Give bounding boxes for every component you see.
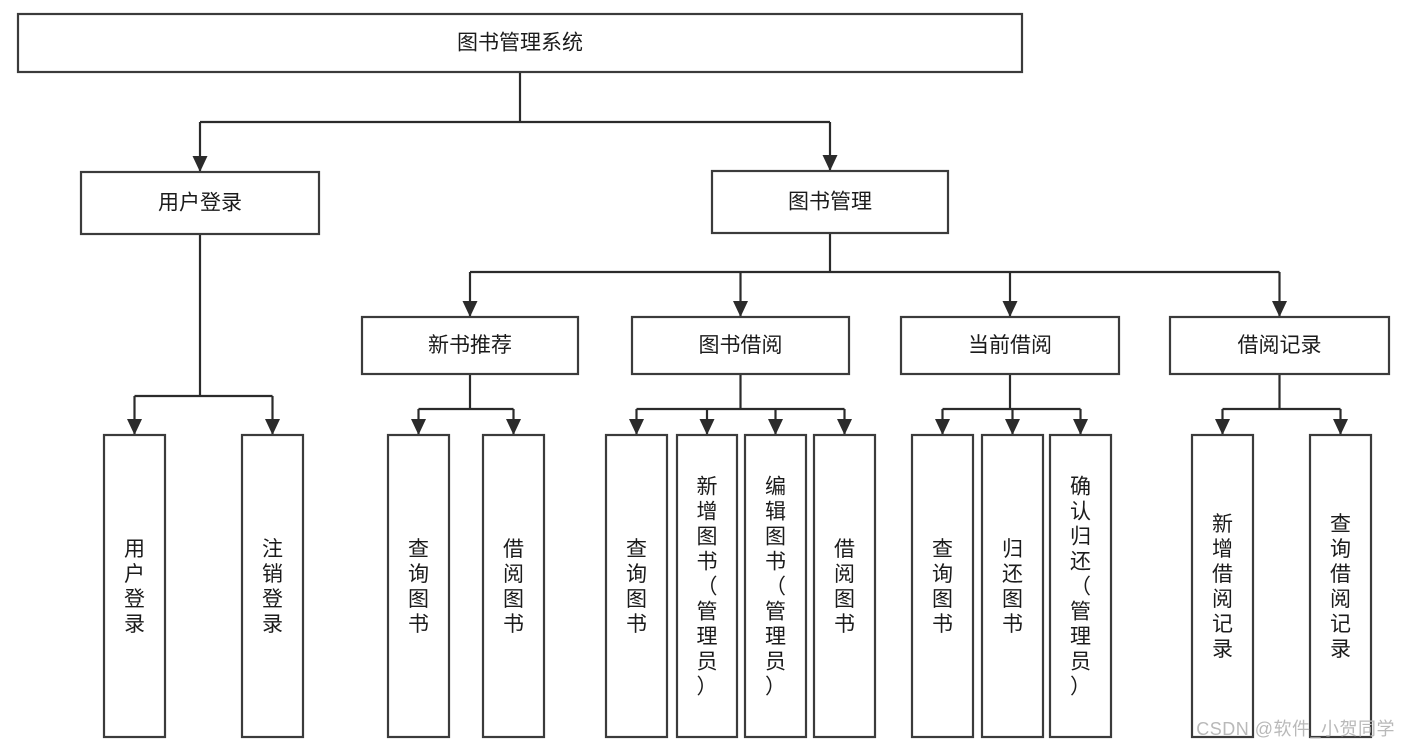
node-leaf-add-book[interactable]: 新增图书（管理员）: [675, 433, 739, 739]
node-box: [812, 433, 877, 739]
arrow-head-icon: [822, 155, 838, 171]
arrow-head-icon: [192, 156, 208, 172]
node-box: [980, 433, 1045, 739]
node-label: 借阅图书: [834, 538, 855, 636]
node-label: 借阅图书: [503, 538, 524, 636]
node-label: 查询图书: [408, 538, 429, 636]
node-leaf-add-record[interactable]: 新增借阅记录: [1190, 433, 1255, 739]
arrow-head-icon: [935, 419, 950, 435]
node-layer: 图书管理系统用户登录图书管理新书推荐图书借阅当前借阅借阅记录用户登录注销登录查询…: [16, 12, 1391, 739]
node-label: 当前借阅: [968, 334, 1052, 357]
node-label: 新增图书（管理员）: [697, 476, 718, 699]
node-box: [910, 433, 975, 739]
node-label: 用户登录: [124, 538, 145, 636]
arrow-head-icon: [768, 419, 783, 435]
node-box: [481, 433, 546, 739]
node-leaf-return-book[interactable]: 归还图书: [980, 433, 1045, 739]
node-box: [102, 433, 167, 739]
node-box: [899, 315, 1121, 376]
node-label: 编辑图书（管理员）: [765, 476, 786, 699]
node-label: 注销登录: [262, 538, 283, 636]
arrow-head-icon: [1333, 419, 1348, 435]
node-box: [1168, 315, 1391, 376]
node-leaf-user-login[interactable]: 用户登录: [102, 433, 167, 739]
arrow-head-icon: [265, 419, 280, 435]
node-label: 新书推荐: [428, 334, 512, 357]
node-book-manage[interactable]: 图书管理: [710, 169, 950, 235]
arrow-head-icon: [733, 301, 748, 317]
node-leaf-query-record[interactable]: 查询借阅记录: [1308, 433, 1373, 739]
arrow-head-icon: [1005, 419, 1020, 435]
arrow-head-icon: [629, 419, 644, 435]
arrow-head-icon: [1272, 301, 1287, 317]
node-leaf-query-book-1[interactable]: 查询图书: [386, 433, 451, 739]
node-box: [630, 315, 851, 376]
node-box: [710, 169, 950, 235]
node-box: [604, 433, 669, 739]
node-root[interactable]: 图书管理系统: [16, 12, 1024, 74]
node-box: [1308, 433, 1373, 739]
node-user-login[interactable]: 用户登录: [79, 170, 321, 236]
node-box: [240, 433, 305, 739]
node-leaf-edit-book[interactable]: 编辑图书（管理员）: [743, 433, 808, 739]
node-leaf-confirm-return[interactable]: 确认归还（管理员）: [1048, 433, 1113, 739]
node-label: 图书借阅: [699, 334, 783, 357]
node-box: [675, 433, 739, 739]
arrow-head-icon: [127, 419, 142, 435]
node-current-borrow[interactable]: 当前借阅: [899, 315, 1121, 376]
arrow-head-icon: [506, 419, 521, 435]
arrow-head-icon: [699, 419, 715, 435]
arrow-head-icon: [1002, 301, 1018, 317]
node-label: 图书管理: [788, 191, 872, 214]
node-box: [743, 433, 808, 739]
node-box: [79, 170, 321, 236]
node-book-borrow[interactable]: 图书借阅: [630, 315, 851, 376]
node-box: [16, 12, 1024, 74]
node-label: 确认归还（管理员）: [1070, 476, 1091, 699]
arrow-head-icon: [1073, 419, 1088, 435]
arrow-head-icon: [837, 419, 852, 435]
node-label: 借阅记录: [1238, 334, 1322, 357]
node-label: 归还图书: [1002, 538, 1023, 636]
node-leaf-borrow-book-2[interactable]: 借阅图书: [812, 433, 877, 739]
node-leaf-user-logout[interactable]: 注销登录: [240, 433, 305, 739]
node-leaf-query-book-2[interactable]: 查询图书: [604, 433, 669, 739]
node-box: [386, 433, 451, 739]
node-box: [360, 315, 580, 376]
node-leaf-query-book-3[interactable]: 查询图书: [910, 433, 975, 739]
node-box: [1048, 433, 1113, 739]
arrow-head-icon: [411, 419, 426, 435]
node-label: 图书管理系统: [457, 32, 583, 55]
node-leaf-borrow-book-1[interactable]: 借阅图书: [481, 433, 546, 739]
node-label: 查询图书: [626, 538, 647, 636]
node-label: 查询借阅记录: [1330, 513, 1351, 661]
node-label: 新增借阅记录: [1212, 513, 1233, 661]
node-box: [1190, 433, 1255, 739]
node-new-book-rec[interactable]: 新书推荐: [360, 315, 580, 376]
node-label: 用户登录: [158, 192, 242, 215]
watermark-text: CSDN @软件_小贺同学: [1196, 719, 1395, 739]
arrow-head-icon: [1215, 419, 1230, 435]
arrow-head-icon: [462, 301, 478, 317]
node-label: 查询图书: [932, 538, 953, 636]
connector-layer: [127, 72, 1348, 435]
node-borrow-record[interactable]: 借阅记录: [1168, 315, 1391, 376]
